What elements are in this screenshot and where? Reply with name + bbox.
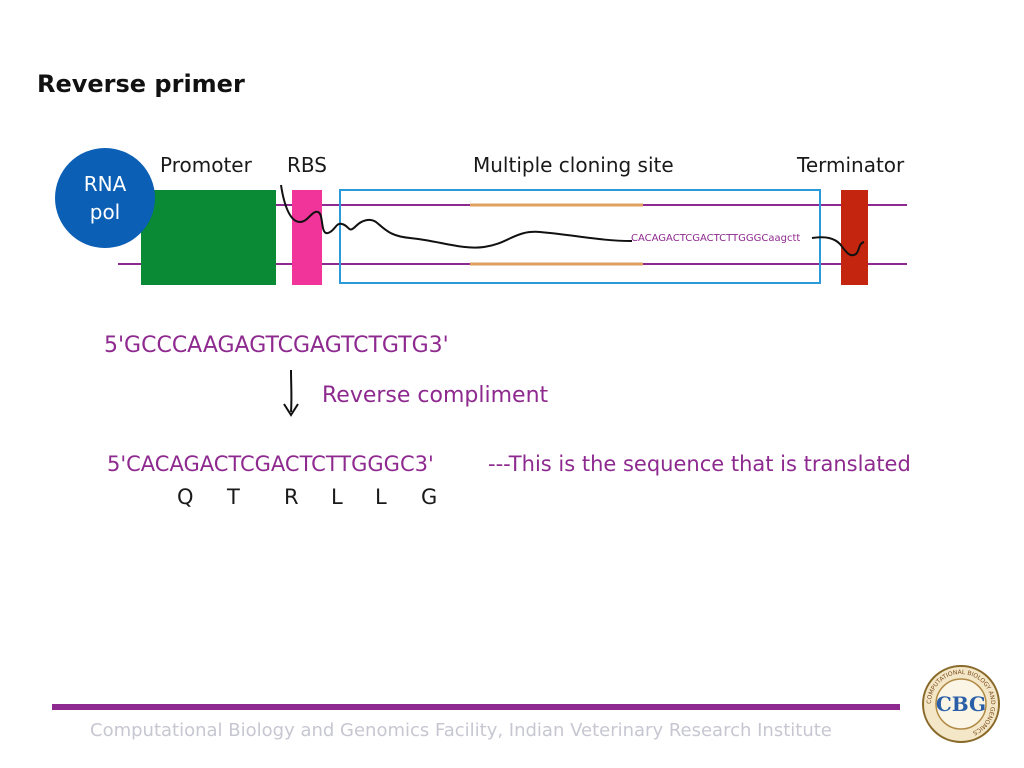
amino-acid: Q	[177, 485, 194, 509]
label-mcs: Multiple cloning site	[473, 153, 674, 177]
amino-acid: L	[331, 485, 343, 509]
promoter-block	[141, 190, 276, 285]
cbg-logo-icon: COMPUTATIONAL BIOLOGY AND GENOMICS CBG	[922, 665, 1000, 743]
down-arrow-icon	[283, 369, 299, 417]
footer-divider	[52, 704, 900, 710]
label-promoter: Promoter	[160, 153, 252, 177]
mrna-sequence-label: CACAGACTCGACTCTTGGGCaagctt	[631, 233, 801, 244]
rbs-block	[292, 190, 322, 285]
label-terminator: Terminator	[797, 153, 905, 177]
footer-text: Computational Biology and Genomics Facil…	[90, 720, 832, 741]
reverse-complement-label: Reverse compliment	[322, 383, 549, 408]
mrna-wave	[280, 184, 633, 249]
mrna-tail	[811, 236, 865, 257]
amino-acid: T	[227, 485, 240, 509]
logo-text: CBG	[936, 692, 986, 716]
rna-polymerase: RNA pol	[55, 148, 155, 248]
reverse-complement-sequence: 5'CACAGACTCGACTCTTGGGC3'	[107, 452, 434, 476]
rna-pol-line1: RNA	[83, 172, 127, 196]
primer-sequence: 5'GCCCAAGAGTCGAGTCTGTG3'	[104, 333, 449, 358]
label-rbs: RBS	[287, 153, 327, 177]
slide-title: Reverse primer	[37, 70, 245, 98]
rna-pol-line2: pol	[89, 200, 121, 224]
amino-acid: L	[375, 485, 387, 509]
translation-note: ---This is the sequence that is translat…	[488, 452, 911, 476]
terminator-block	[841, 190, 868, 285]
amino-acid: R	[284, 485, 299, 509]
amino-acid: G	[421, 485, 438, 509]
